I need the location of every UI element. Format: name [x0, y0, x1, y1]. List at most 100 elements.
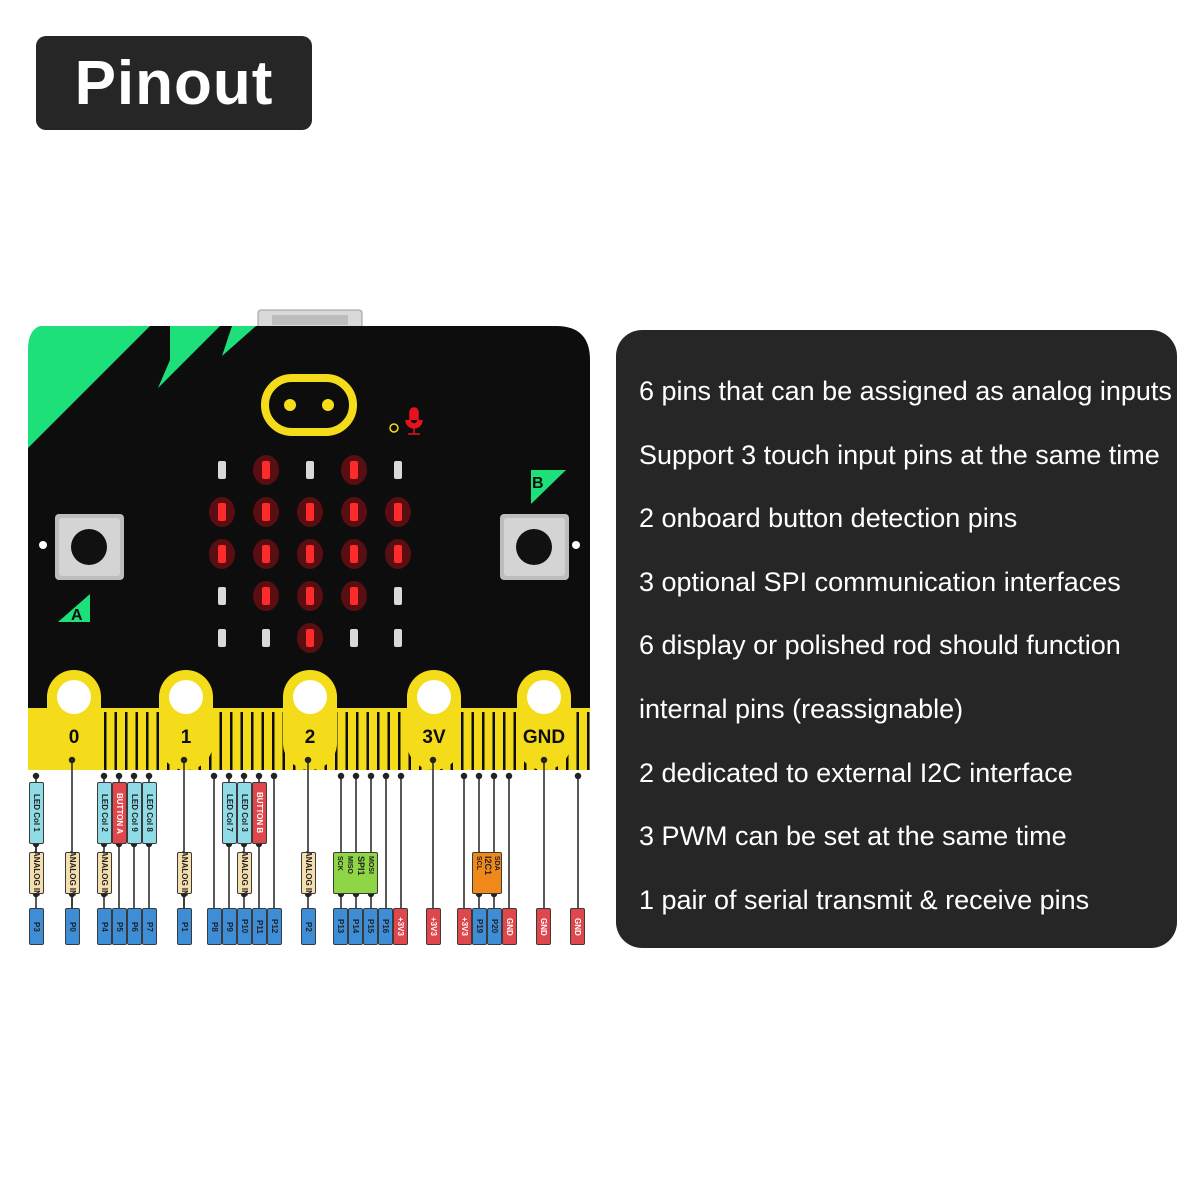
pin-p19: P19	[472, 908, 487, 945]
title-badge: Pinout	[36, 36, 312, 130]
edge-finger	[114, 712, 117, 770]
pin-p2: P2	[301, 908, 316, 945]
led-off	[218, 587, 226, 605]
led-off	[218, 461, 226, 479]
led-on	[218, 545, 226, 563]
led-on	[306, 545, 314, 563]
pin-lead-dot	[145, 772, 153, 780]
analog-in-p3: ANALOG IN	[29, 851, 44, 895]
led-on	[306, 629, 314, 647]
pin-p12: P12	[267, 908, 282, 945]
mic-led	[389, 423, 399, 433]
edge-label-2: 2	[305, 727, 316, 748]
led-off	[262, 629, 270, 647]
led-on	[218, 503, 226, 521]
pin-lead-dot	[210, 772, 218, 780]
i2c-name: I2C1	[483, 856, 493, 876]
pin-lead-dot	[382, 772, 390, 780]
edge-finger	[104, 712, 107, 770]
edge-pads	[47, 670, 571, 770]
pin-p16: P16	[378, 908, 393, 945]
pin-lead-dot	[397, 772, 405, 780]
pin-p10: P10	[237, 908, 252, 945]
pin-p20: P20	[487, 908, 502, 945]
button-b-tag: BUTTON B	[252, 782, 267, 844]
pin-p4: P4	[97, 908, 112, 945]
led-on	[262, 587, 270, 605]
spi-tag: SCK MISO SPI1 MOSI	[333, 852, 378, 894]
led-on	[306, 587, 314, 605]
pin-lead-dot	[352, 772, 360, 780]
pin-lead-dot	[100, 772, 108, 780]
pin-lead-dot	[574, 772, 582, 780]
edge-finger	[146, 712, 149, 770]
spi-sck: SCK	[336, 856, 343, 871]
microphone-icon	[405, 407, 423, 435]
led-on	[350, 587, 358, 605]
edge-finger	[261, 712, 264, 770]
pin-3v3-b: +3V3	[426, 908, 441, 945]
edge-finger	[156, 712, 159, 770]
led-col-1-tag: LED Col 1	[29, 782, 44, 844]
led-on	[350, 545, 358, 563]
led-col-8-tag: LED Col 8	[142, 782, 157, 844]
pin-lead-dot	[490, 772, 498, 780]
pin-lead-dot	[225, 772, 233, 780]
led-col-2-tag: LED Col 2	[97, 782, 112, 844]
feature-line: internal pins (reassignable)	[639, 693, 964, 724]
led-off	[350, 629, 358, 647]
pin-lead-dot	[429, 756, 437, 764]
led-col-7-tag: LED Col 7	[222, 782, 237, 844]
edge-finger	[503, 712, 506, 770]
edge-finger	[513, 712, 516, 770]
pin-leads	[32, 756, 582, 908]
led-off	[394, 587, 402, 605]
pin-p3: P3	[29, 908, 44, 945]
led-col-9-tag: LED Col 9	[127, 782, 142, 844]
edge-finger	[471, 712, 474, 770]
spi-miso: MISO	[346, 856, 353, 874]
led-matrix	[209, 455, 411, 653]
pin-lead-dot	[255, 772, 263, 780]
pin-p5: P5	[112, 908, 127, 945]
pin-p14: P14	[348, 908, 363, 945]
feature-line: 3 PWM can be set at the same time	[639, 821, 1067, 852]
analog-in-p1: ANALOG IN	[177, 851, 192, 895]
led-off	[218, 629, 226, 647]
analog-in-p4: ANALOG IN	[97, 851, 112, 895]
feature-line: 6 pins that can be assigned as analog in…	[639, 376, 1172, 406]
edge-finger	[230, 712, 233, 770]
analog-in-p10: ANALOG IN	[237, 851, 252, 895]
pin-gnd-2: GND	[536, 908, 551, 945]
pin-p15: P15	[363, 908, 378, 945]
edge-finger	[461, 712, 464, 770]
page-title: Pinout	[74, 48, 274, 118]
pin-p11: P11	[252, 908, 267, 945]
led-on	[394, 545, 402, 563]
edge-label-1: 1	[181, 727, 192, 748]
pin-lead-dot	[240, 772, 248, 780]
led-col-3-tag: LED Col 3	[237, 782, 252, 844]
pin-gnd-3: GND	[570, 908, 585, 945]
pin-p0: P0	[65, 908, 80, 945]
pin-lead-dot	[337, 772, 345, 780]
feature-line: 3 optional SPI communication interfaces	[639, 566, 1121, 597]
pin-p7: P7	[142, 908, 157, 945]
led-off	[394, 461, 402, 479]
pin-lead-dot	[130, 772, 138, 780]
pin-p1: P1	[177, 908, 192, 945]
pin-lead-dot	[32, 772, 40, 780]
edge-label-0: 0	[69, 727, 80, 748]
pin-lead-dot	[180, 756, 188, 764]
pin-3v3-a: +3V3	[393, 908, 408, 945]
edge-finger	[387, 712, 390, 770]
led-on	[306, 503, 314, 521]
pin-p8: P8	[207, 908, 222, 945]
features-panel: 6 pins that can be assigned as analog in…	[616, 330, 1177, 948]
edge-finger	[345, 712, 348, 770]
pin-p6: P6	[127, 908, 142, 945]
edge-label-3v: 3V	[422, 727, 446, 748]
pin-lead-dot	[460, 772, 468, 780]
pin-lead-dot	[68, 756, 76, 764]
edge-label-gnd: GND	[523, 727, 565, 748]
